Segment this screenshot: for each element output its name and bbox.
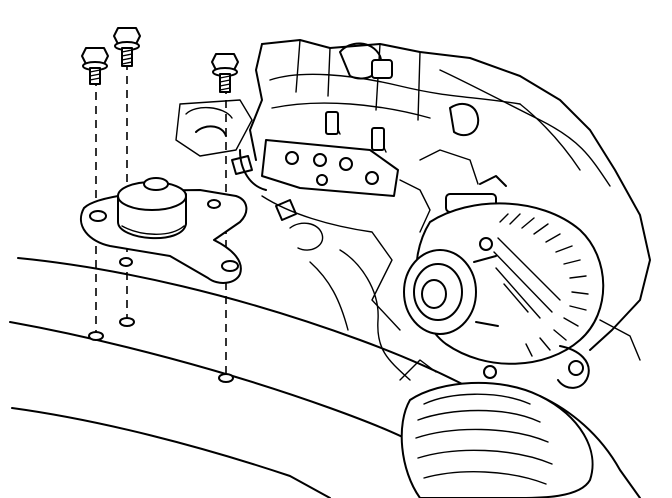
engine-mount [117, 177, 187, 240]
generator-fins [493, 213, 589, 357]
bolt-right [211, 53, 239, 93]
frame-bolt-holes [88, 317, 234, 383]
bolt-middle [113, 27, 141, 67]
bolt-left [81, 47, 109, 85]
pulley [399, 359, 641, 498]
generator [403, 202, 641, 389]
engine-block [175, 39, 651, 381]
